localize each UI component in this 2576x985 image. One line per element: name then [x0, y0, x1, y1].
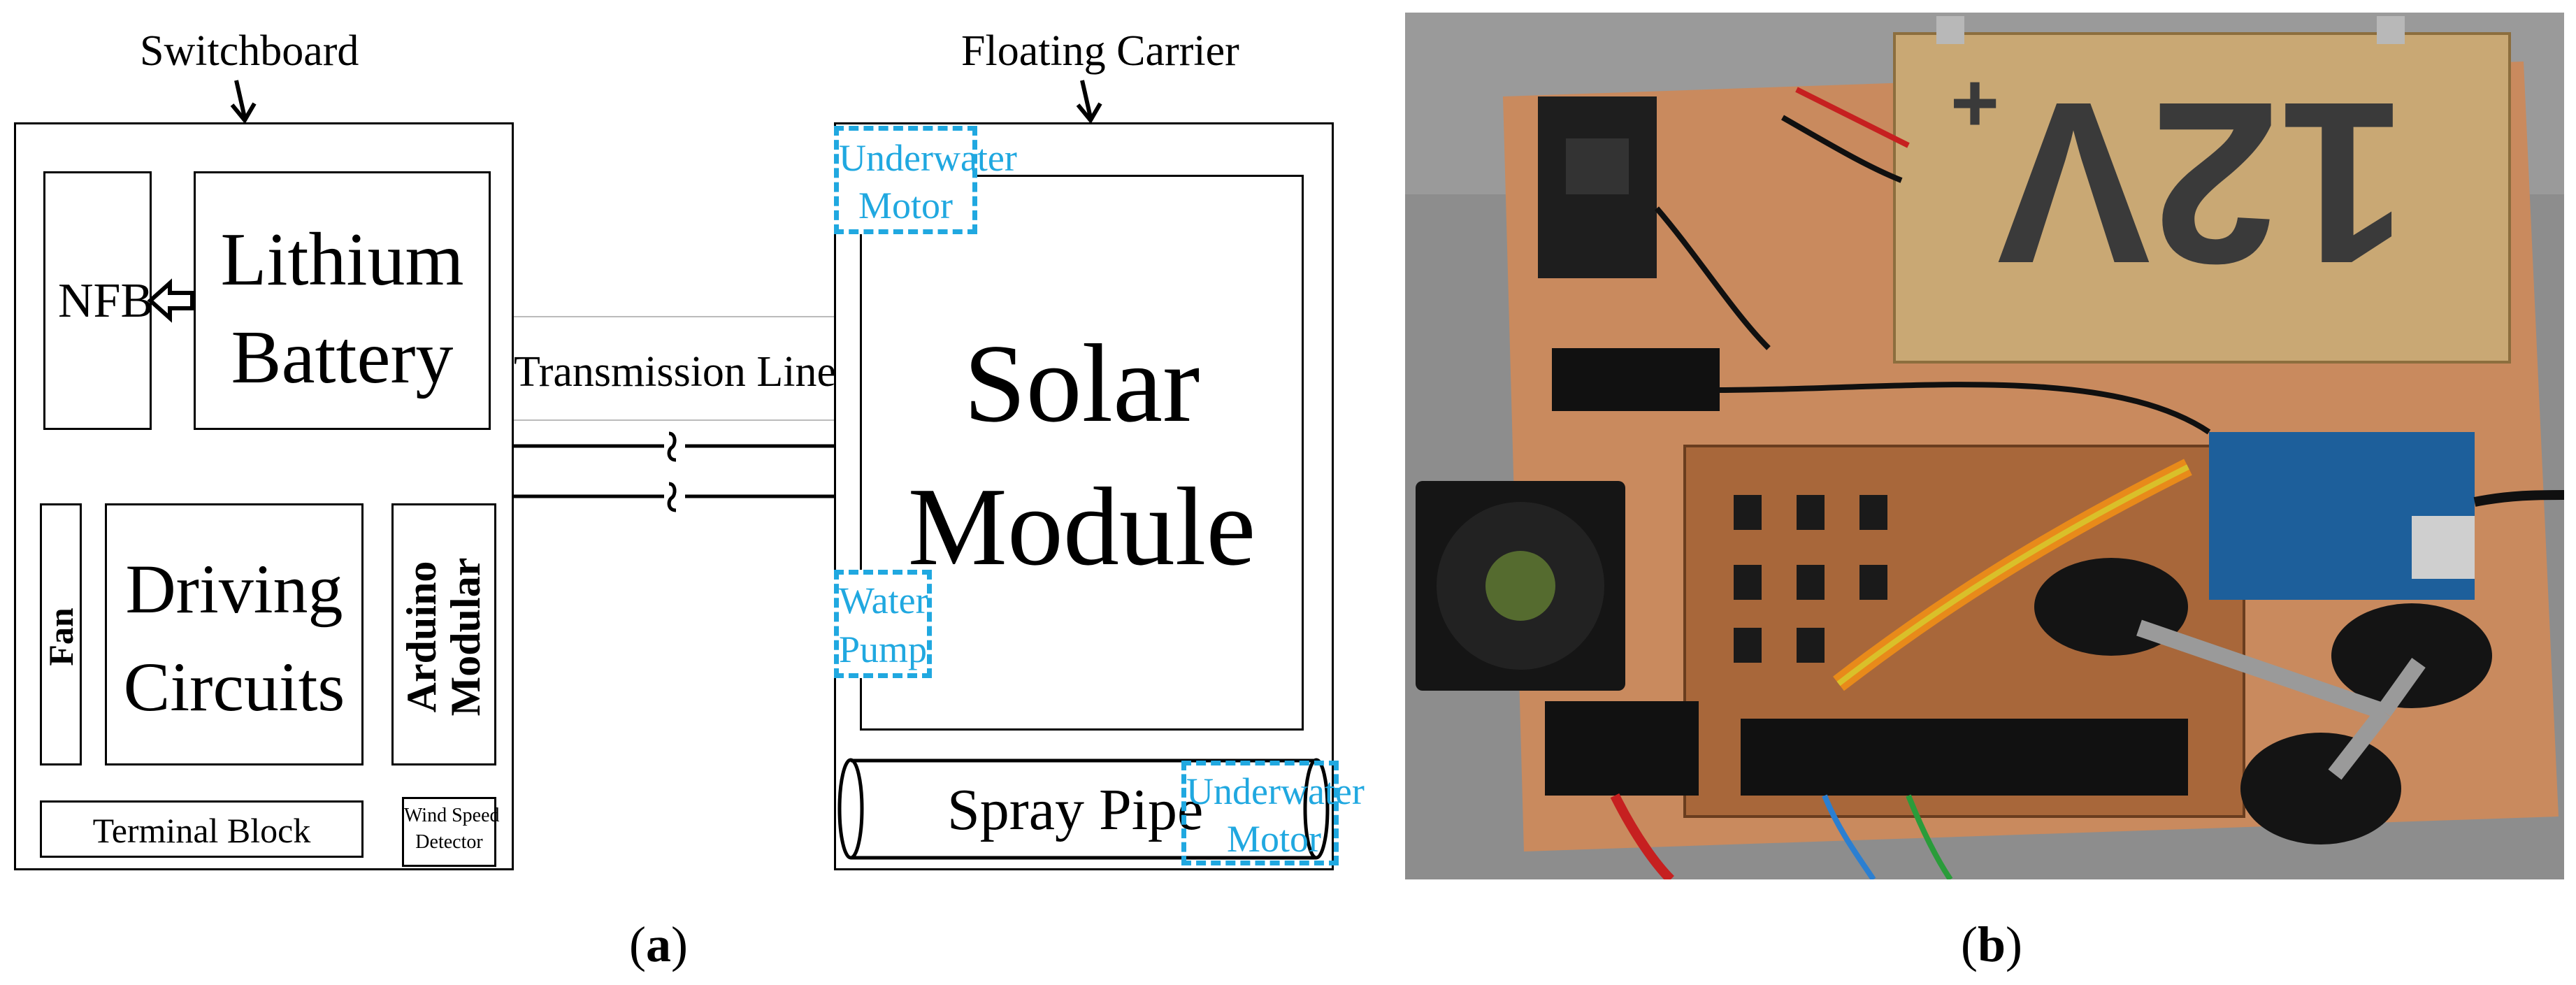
driving-circuits-label-1: Driving: [125, 550, 343, 628]
terminal-strip-top: [1552, 348, 1720, 411]
arduino-label-1: Arduino: [398, 561, 445, 713]
wind-speed-label-1: Wind Speed: [404, 805, 500, 826]
underwater-motor-top-label-1: Underwater: [839, 137, 1017, 179]
solar-module-label-1: Solar: [963, 321, 1200, 445]
cooling-fan: [1416, 481, 1625, 691]
wind-speed-label-2: Detector: [415, 831, 483, 853]
transmission-line-wires: [514, 431, 835, 512]
lithium-battery-label-1: Lithium: [220, 218, 464, 301]
lithium-battery-label-2: Battery: [231, 316, 454, 399]
battery-box: 12V +: [1893, 16, 2511, 364]
underwater-motor-top: Underwater Motor: [834, 126, 1017, 234]
nfb-label: NFB: [58, 274, 154, 328]
terminal-block-box: Terminal Block: [40, 800, 364, 858]
underwater-motor-bottom-label-2: Motor: [1227, 818, 1321, 860]
floating-carrier-title: Floating Carrier: [961, 27, 1239, 75]
solar-module-box: Solar Module: [860, 175, 1304, 731]
switchboard-title: Switchboard: [140, 27, 359, 75]
anemometer: [2034, 558, 2492, 844]
transmission-lines-band: Transmission Lines: [514, 316, 854, 421]
arduino-label-2: Modular: [442, 557, 489, 717]
caption-b: (b): [1961, 916, 2023, 972]
water-pump: Water Pump: [834, 570, 932, 678]
terminal-strip-bottom: [1741, 719, 2188, 796]
fan-box: Fan: [40, 503, 82, 765]
hardware-photo: 12V +: [1405, 13, 2564, 879]
transmission-lines-label: Transmission Lines: [514, 348, 854, 396]
underwater-motor-bottom-label-1: Underwater: [1186, 770, 1365, 812]
underwater-motor-bottom: Underwater Motor: [1181, 761, 1365, 865]
driving-circuits-label-2: Circuits: [123, 648, 345, 726]
battery-label: 12V: [1996, 55, 2408, 312]
caption-a: (a): [629, 916, 688, 972]
nfb-box: NFB: [43, 171, 154, 430]
terminal-block-label: Terminal Block: [92, 811, 311, 850]
arduino-modular-box: Arduino Modular: [391, 503, 496, 765]
underwater-motor-top-label-2: Motor: [858, 185, 953, 227]
block-diagram: Switchboard NFB Lithium Battery Fan Driv…: [14, 27, 1365, 972]
switchboard-arrow-icon: [230, 80, 257, 124]
left-arrow-icon: [147, 278, 194, 323]
spray-pipe-label: Spray Pipe: [947, 777, 1204, 842]
floating-carrier-arrow-icon: [1076, 80, 1102, 124]
terminal-strip-left: [1545, 701, 1699, 796]
driving-circuits-box: Driving Circuits: [105, 503, 364, 765]
solar-module-label-2: Module: [907, 464, 1256, 589]
wind-speed-detector-box: Wind Speed Detector: [402, 797, 500, 867]
lithium-battery-box: Lithium Battery: [194, 171, 491, 430]
water-pump-label-1: Water: [839, 580, 928, 621]
water-pump-label-2: Pump: [839, 628, 928, 670]
battery-plus-sign: +: [1950, 56, 1999, 150]
fan-label: Fan: [41, 607, 80, 666]
